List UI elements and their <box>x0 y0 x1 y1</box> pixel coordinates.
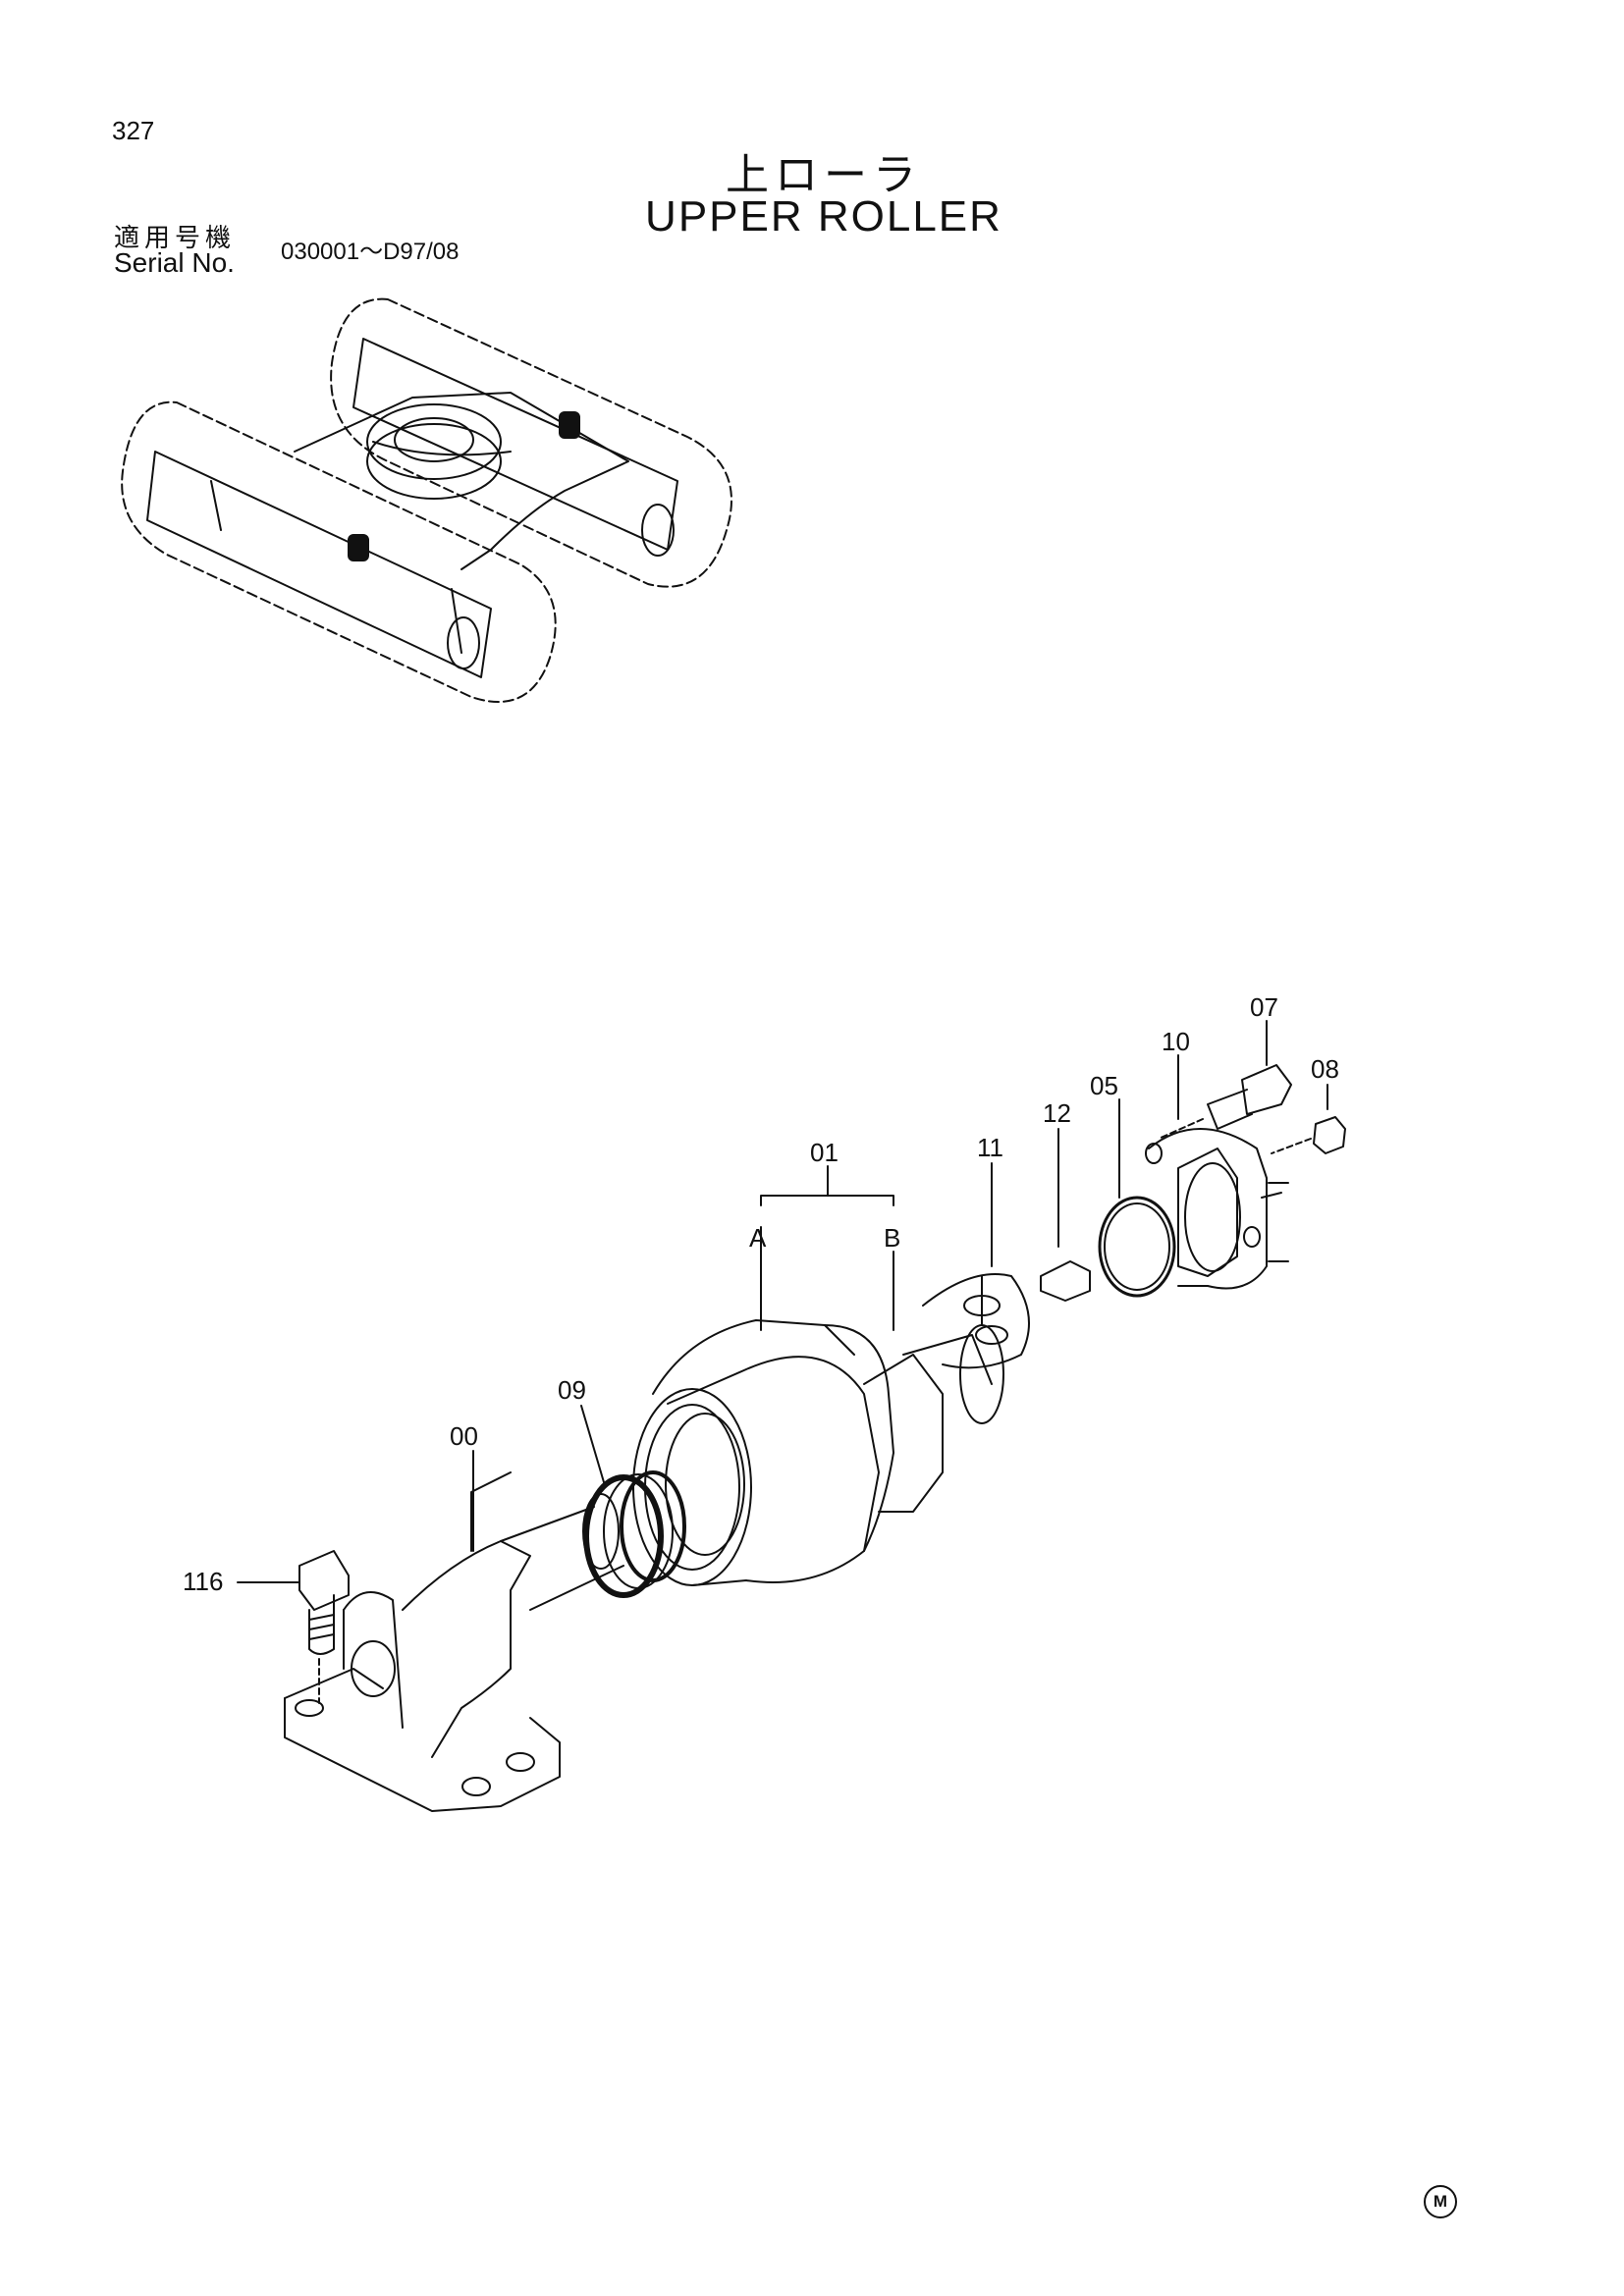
callout-116: 116 <box>183 1567 223 1596</box>
part-05-o-ring <box>1098 1098 1176 1298</box>
part-08-plug <box>1271 1084 1346 1154</box>
callout-12: 12 <box>1043 1098 1071 1128</box>
serial-label-english: Serial No. <box>114 247 235 278</box>
callout-07: 07 <box>1250 992 1278 1022</box>
part-10-cover <box>1145 1054 1289 1290</box>
part-116-bolt <box>298 1550 350 1704</box>
page-number: 327 <box>112 116 155 145</box>
serial-label-japanese: 適用号機 <box>114 223 237 252</box>
title-english: UPPER ROLLER <box>645 192 1002 240</box>
part-09-seal <box>583 1470 686 1598</box>
part-00-bracket <box>284 1471 624 1812</box>
serial-range: 030001～D97/08 <box>281 239 460 265</box>
callout-00: 00 <box>450 1421 478 1451</box>
callout-09: 09 <box>558 1375 586 1405</box>
callout-10: 10 <box>1162 1027 1190 1056</box>
part-12-screw <box>1040 1128 1091 1302</box>
callout-bracket-01 <box>760 1165 894 1331</box>
callout-01: 01 <box>810 1138 839 1167</box>
part-11-plate <box>922 1162 1030 1369</box>
callout-A: A <box>749 1223 767 1253</box>
callout-11: 11 <box>977 1133 1003 1162</box>
part-07-bolt <box>1158 1020 1292 1140</box>
leader-09 <box>580 1405 605 1483</box>
title-japanese: 上ローラ <box>726 151 922 199</box>
callout-05: 05 <box>1090 1071 1118 1100</box>
callout-08: 08 <box>1311 1054 1339 1084</box>
callout-B: B <box>884 1223 900 1253</box>
part-01-roller <box>632 1226 1004 1586</box>
undercarriage-overview <box>121 297 732 703</box>
manufacturer-mark: M <box>1424 2185 1457 2218</box>
